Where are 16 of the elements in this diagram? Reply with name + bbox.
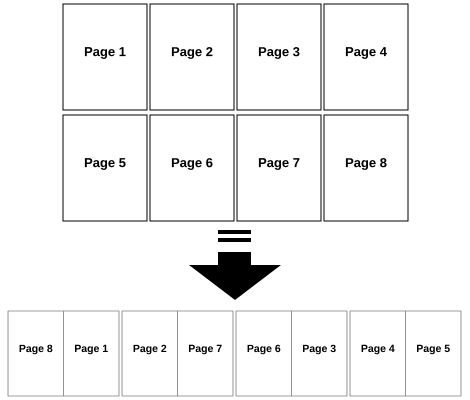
page-box: Page 1 bbox=[63, 310, 120, 396]
page-box: Page 6 bbox=[150, 114, 234, 222]
page-box: Page 5 bbox=[62, 114, 148, 222]
page-box: Page 6 bbox=[236, 310, 292, 396]
page-box: Page 4 bbox=[350, 310, 406, 396]
page-box: Page 2 bbox=[150, 4, 234, 110]
page-box: Page 7 bbox=[236, 114, 322, 222]
page-box: Page 4 bbox=[324, 4, 408, 110]
page-box: Page 5 bbox=[405, 310, 462, 396]
page-box: Page 7 bbox=[177, 310, 234, 396]
page-box: Page 2 bbox=[122, 310, 178, 396]
page-box: Page 3 bbox=[236, 4, 322, 110]
page-box: Page 1 bbox=[62, 4, 148, 110]
page-box: Page 8 bbox=[8, 310, 64, 396]
page-box: Page 3 bbox=[291, 310, 348, 396]
page-box: Page 8 bbox=[324, 114, 408, 222]
